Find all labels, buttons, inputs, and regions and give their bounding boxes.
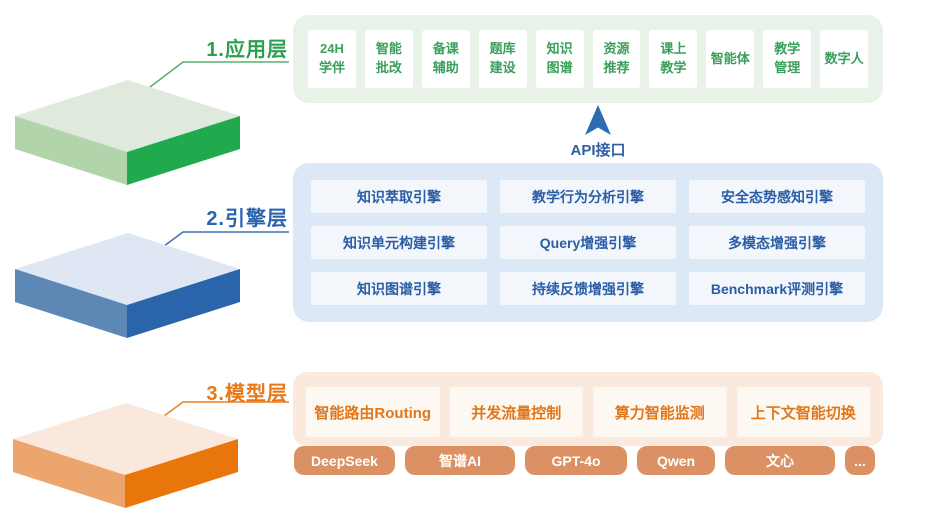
api-connector: API接口 xyxy=(555,105,641,160)
application-item: 知识 图谱 xyxy=(535,30,584,88)
engine-item: 知识单元构建引擎 xyxy=(311,226,487,259)
engine-item: 多模态增强引擎 xyxy=(689,226,865,259)
engine-item: Benchmark评测引擎 xyxy=(689,272,865,305)
application-item: 资源 推荐 xyxy=(592,30,641,88)
model-pill: GPT-4o xyxy=(525,446,627,475)
application-item: 备课 辅助 xyxy=(421,30,470,88)
model-pill: Qwen xyxy=(637,446,715,475)
application-item: 数字人 xyxy=(820,30,869,88)
model-capability: 上下文智能切换 xyxy=(736,387,870,437)
engine-layer-box xyxy=(15,233,240,338)
model-capability: 并发流量控制 xyxy=(449,387,583,437)
model-pill: ... xyxy=(845,446,875,475)
engine-item: 教学行为分析引擎 xyxy=(500,180,676,213)
engine-item: 持续反馈增强引擎 xyxy=(500,272,676,305)
application-item: 智能 批改 xyxy=(364,30,413,88)
engine-item: 安全态势感知引擎 xyxy=(689,180,865,213)
application-layer-box xyxy=(15,80,240,185)
application-item: 题库 建设 xyxy=(478,30,527,88)
up-arrow-icon xyxy=(585,105,611,135)
model-list: DeepSeek 智谱AI GPT-4o Qwen 文心 ... xyxy=(294,446,884,475)
application-item: 教学 管理 xyxy=(763,30,812,88)
application-item: 24H 学伴 xyxy=(308,30,356,88)
engine-item: Query增强引擎 xyxy=(500,226,676,259)
application-panel: 24H 学伴 智能 批改 备课 辅助 题库 建设 知识 图谱 资源 推荐 课上 … xyxy=(293,15,883,103)
engine-item: 知识图谱引擎 xyxy=(311,272,487,305)
model-panel: 智能路由Routing 并发流量控制 算力智能监测 上下文智能切换 xyxy=(293,372,883,446)
model-pill: DeepSeek xyxy=(294,446,395,475)
model-pill: 智谱AI xyxy=(405,446,515,475)
model-pill: 文心 xyxy=(725,446,835,475)
model-layer-label: 3.模型层 xyxy=(206,383,288,405)
model-layer-box xyxy=(13,403,238,508)
application-item: 课上 教学 xyxy=(649,30,698,88)
application-layer-label: 1.应用层 xyxy=(206,39,288,61)
engine-panel: 知识萃取引擎 教学行为分析引擎 安全态势感知引擎 知识单元构建引擎 Query增… xyxy=(293,163,883,322)
engine-layer-label: 2.引擎层 xyxy=(206,208,288,230)
engine-item: 知识萃取引擎 xyxy=(311,180,487,213)
model-capability: 算力智能监测 xyxy=(593,387,727,437)
model-capability: 智能路由Routing xyxy=(306,387,440,437)
api-label: API接口 xyxy=(570,142,626,159)
application-item: 智能体 xyxy=(706,30,755,88)
